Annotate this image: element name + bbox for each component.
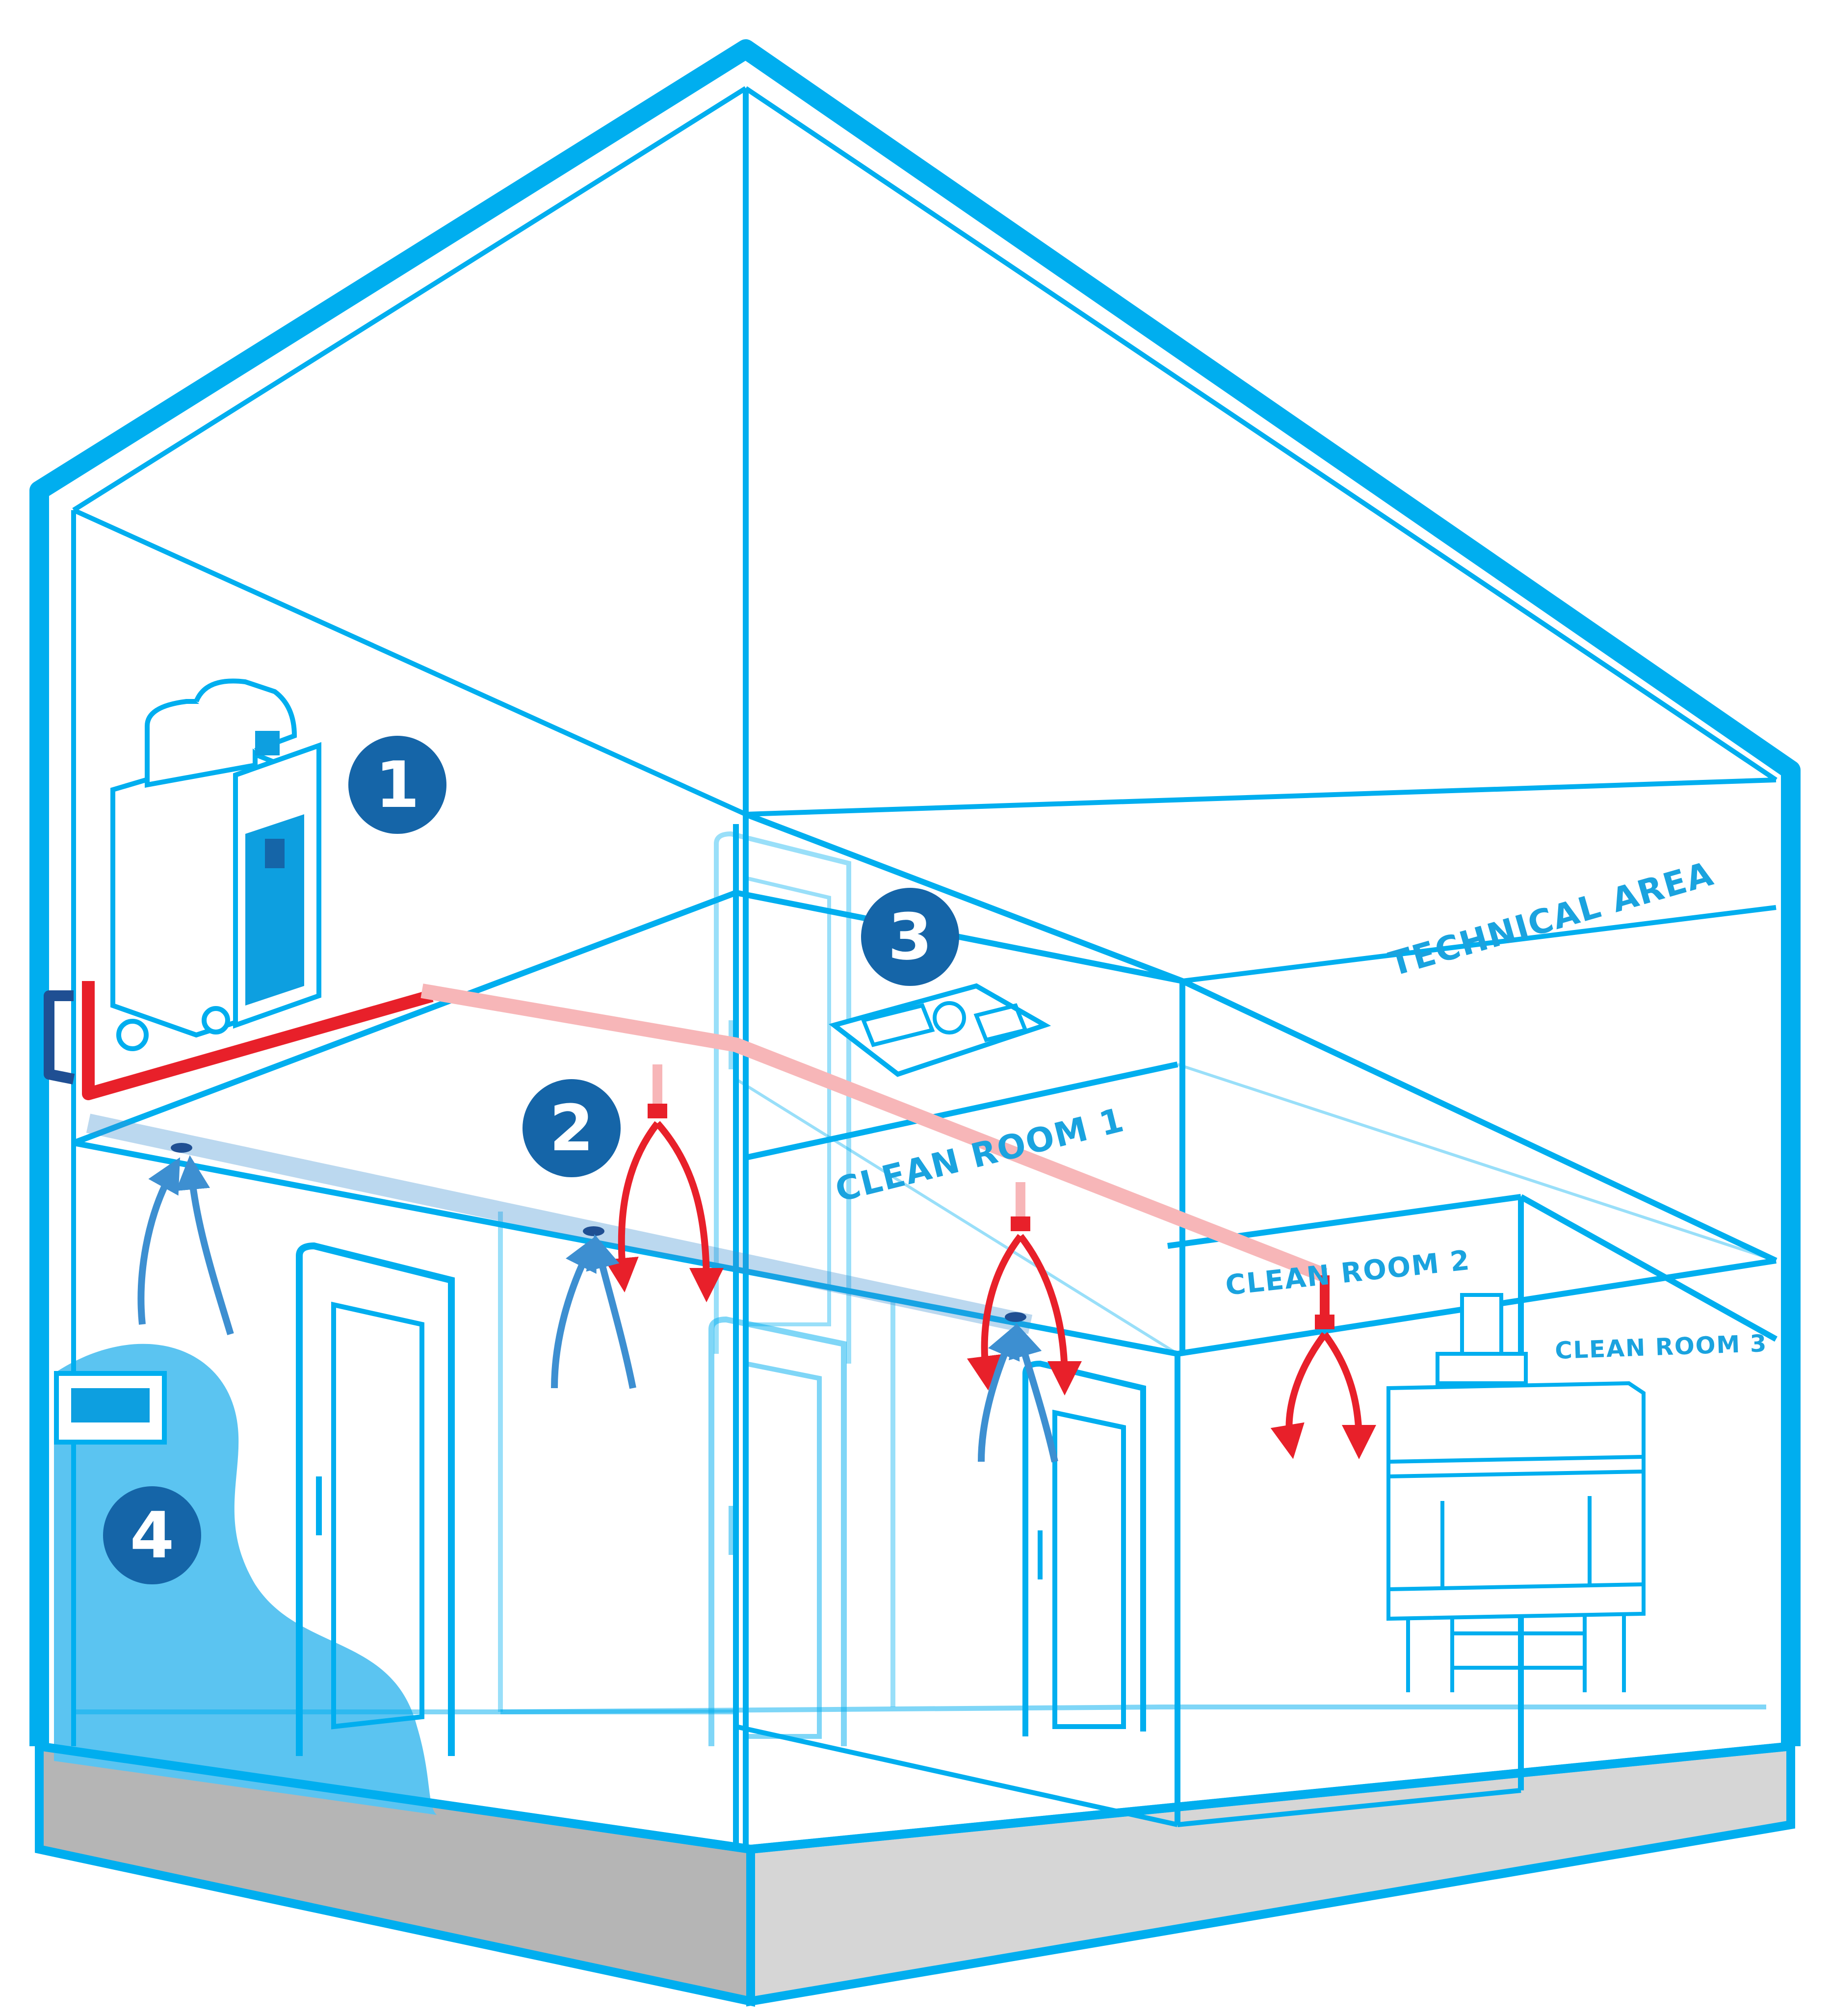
return-grille-3 — [978, 1312, 1058, 1463]
supply-diffuser-3 — [1270, 1315, 1376, 1459]
marker-1: 1 — [348, 736, 446, 834]
return-airflow — [137, 1143, 1058, 1463]
clean-room-1-label: CLEAN ROOM 1 — [832, 1101, 1128, 1210]
building-outline — [29, 39, 1801, 1854]
marker-2: 2 — [523, 1079, 621, 1177]
chiller-unit — [110, 678, 321, 1051]
doors — [296, 831, 1146, 1756]
wall-unit — [54, 1371, 167, 1445]
marker-4-label: 4 — [130, 1498, 174, 1573]
return-grille-1 — [137, 1143, 234, 1336]
return-air-ceiling-duct — [86, 1113, 1033, 1334]
clean-room-3-label: CLEAN ROOM 3 — [1554, 1330, 1768, 1365]
return-grille-2 — [551, 1226, 636, 1389]
supply-airflow — [604, 1104, 1376, 1459]
marker-1-label: 1 — [375, 748, 419, 822]
door-main — [296, 1242, 455, 1756]
biosafety-cabinet — [1386, 1293, 1646, 1692]
return-duct — [44, 990, 75, 1085]
marker-4: 4 — [103, 1486, 201, 1584]
water-zone — [54, 1344, 437, 1815]
supply-diffuser-2 — [967, 1216, 1082, 1396]
marker-3: 3 — [861, 888, 959, 986]
door-clean-room-1 — [708, 1316, 847, 1746]
supply-diffuser-1 — [604, 1104, 724, 1302]
ceiling-cassette — [829, 983, 1051, 1077]
supply-duct — [82, 981, 1330, 1315]
marker-3-label: 3 — [888, 900, 932, 974]
ceiling-plane — [72, 811, 1778, 1849]
marker-2-label: 2 — [549, 1091, 594, 1165]
